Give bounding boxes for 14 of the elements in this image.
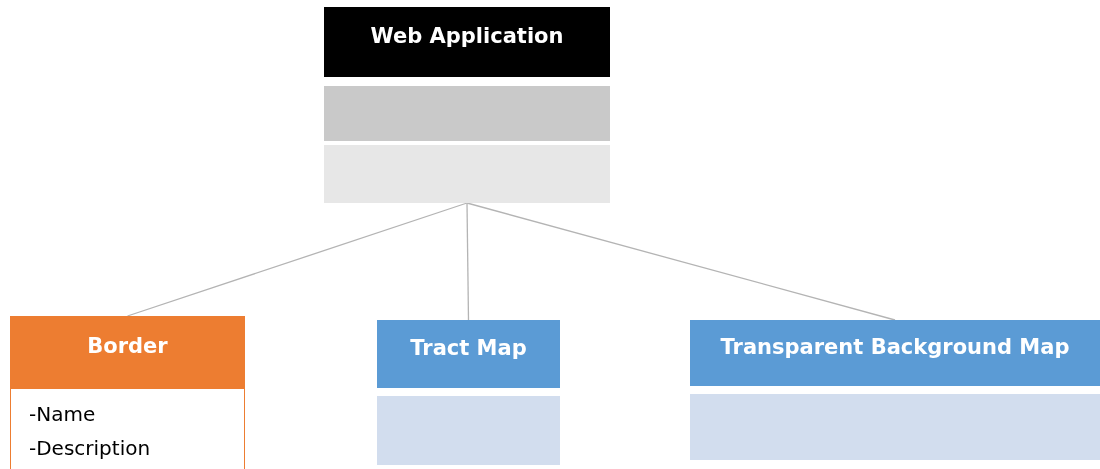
class-header: Border	[10, 316, 245, 388]
connector-line	[126, 202, 468, 317]
class-header: Transparent Background Map	[690, 320, 1100, 386]
attribute-text: -Description	[29, 435, 152, 462]
class-compartment	[690, 394, 1100, 460]
class-compartment	[377, 396, 560, 465]
connector-line	[466, 202, 470, 321]
class-compartment	[324, 86, 610, 141]
class-compartment	[10, 388, 245, 469]
connector-line	[466, 202, 896, 321]
class-header: Tract Map	[377, 320, 560, 388]
class-compartment	[324, 145, 610, 203]
attribute-text: -Name	[29, 401, 97, 428]
class-header: Web Application	[324, 7, 610, 77]
